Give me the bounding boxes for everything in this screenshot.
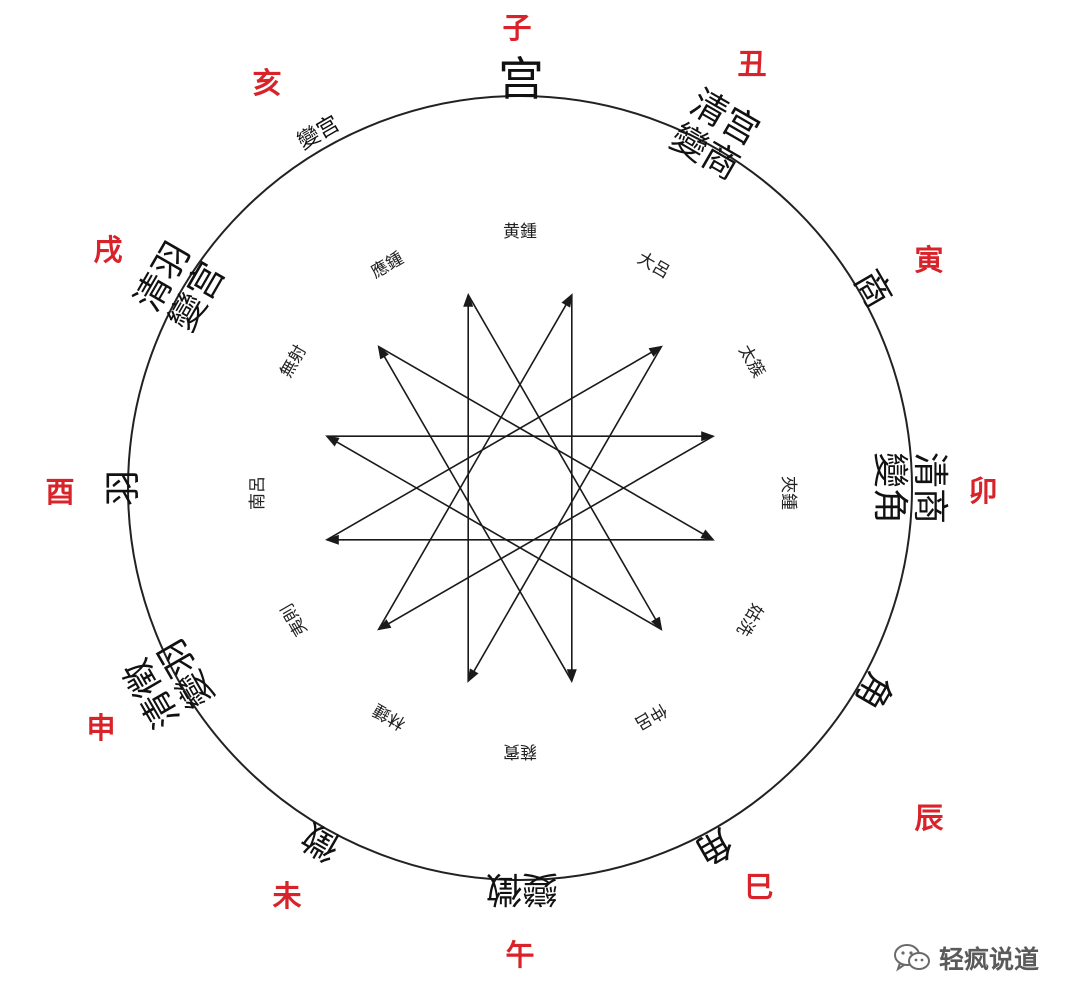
- mode-labels: 宫 清宫 變商 商 清商 變角 角 角 變徵 徵 清徵 變羽 羽 清羽 變宫 變…: [103, 52, 950, 909]
- lu-name-yize: 夷則: [278, 600, 312, 639]
- branch-chou: 丑: [737, 47, 766, 81]
- star-arrow-8: [326, 345, 664, 541]
- mode-label-zi: 宫: [498, 52, 544, 106]
- star-arrow-4: [325, 435, 662, 631]
- branch-wei: 未: [272, 879, 301, 913]
- branch-xu: 戌: [93, 233, 122, 267]
- mode-label-you: 羽: [103, 470, 144, 506]
- star-arrow-11: [467, 294, 663, 632]
- lu-name-ruibin: 蕤賓: [503, 741, 537, 761]
- lu-name-linzhong: 林鍾: [370, 699, 409, 733]
- branch-wu: 午: [505, 938, 534, 972]
- mode-label-hai: 變宫: [293, 111, 344, 155]
- branch-zi: 子: [502, 11, 531, 45]
- mode-label-si: 角: [847, 665, 901, 717]
- lu-names: 黄鍾 大呂 太簇 夾鍾 姑洗 仲呂 蕤賓 林鍾 夷則 南呂 無射 應鍾: [248, 222, 798, 761]
- wechat-icon: [894, 944, 930, 972]
- mode-label-wu: 變徵: [486, 868, 558, 909]
- mode-label-yin: 商: [846, 263, 900, 315]
- lu-name-jiazhong: 夾鍾: [778, 476, 798, 510]
- lu-name-zhonglu: 仲呂: [631, 699, 670, 733]
- lu-name-guxian: 姑洗: [732, 600, 766, 639]
- lu-name-nanlu: 南呂: [248, 476, 268, 510]
- lu-name-taicu: 太簇: [734, 342, 768, 381]
- branch-si: 巳: [744, 870, 773, 904]
- watermark: 轻疯说道: [893, 940, 1039, 976]
- watermark-text: 轻疯说道: [939, 945, 1040, 974]
- branch-you: 酉: [45, 475, 74, 509]
- mode-label-mao-2: 變角: [869, 452, 910, 524]
- branch-chen: 辰: [914, 801, 943, 835]
- star-arrow-7: [377, 293, 573, 630]
- star-arrow-2: [376, 435, 714, 631]
- branch-shen: 申: [86, 711, 115, 745]
- branch-mao: 卯: [968, 474, 997, 508]
- outer-circle: [127, 95, 913, 881]
- lu-name-dalu: 大呂: [634, 249, 673, 283]
- mode-label-wei: 徵: [295, 815, 347, 869]
- lu-name-huangzhong: 黄鍾: [503, 222, 537, 242]
- star-arrow-1: [467, 346, 663, 683]
- star-of-fifths: [324, 292, 716, 684]
- mode-label-mao-1: 清商: [909, 452, 950, 524]
- star-arrow-10: [378, 345, 715, 541]
- mode-label-chen: 角: [688, 820, 740, 874]
- earthly-branches: 子 丑 寅 卯 辰 巳 午 未 申 酉 戌 亥: [45, 11, 997, 972]
- lu-name-wuyi: 無射: [277, 342, 311, 381]
- star-arrow-5: [377, 344, 573, 682]
- branch-yin: 寅: [914, 243, 943, 277]
- branch-hai: 亥: [252, 66, 281, 100]
- lu-name-yingzhong: 應鍾: [367, 248, 407, 283]
